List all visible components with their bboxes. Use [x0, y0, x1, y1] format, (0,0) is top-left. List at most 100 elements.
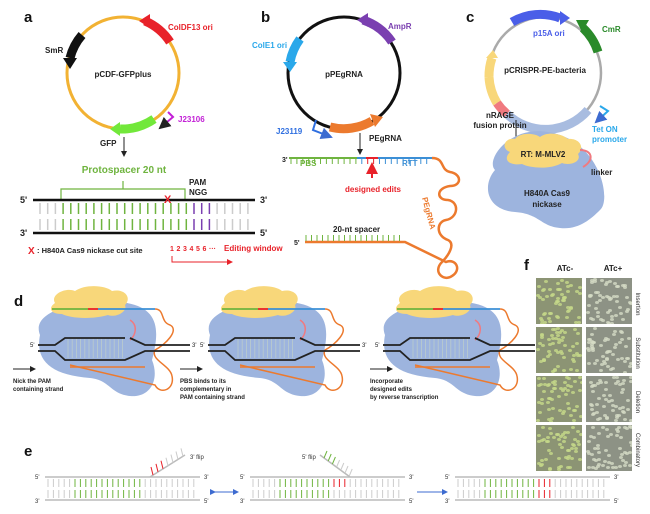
- dna-top: [38, 337, 190, 346]
- cell: [575, 289, 580, 293]
- pbs-label: PBS: [300, 159, 317, 168]
- cell: [537, 440, 542, 444]
- strand-top-3: 3': [260, 195, 267, 205]
- cell: [570, 358, 575, 362]
- cell: [551, 370, 556, 373]
- end-3: 3': [409, 475, 413, 481]
- prime-editing-step-2: 5'3': [200, 286, 366, 397]
- cell: [621, 381, 626, 385]
- cell: [566, 376, 571, 380]
- cell: [541, 376, 546, 380]
- cell: [604, 336, 609, 340]
- flap-base: [348, 468, 353, 477]
- pegrna-curve-label: PEgRNA: [420, 196, 437, 230]
- cell: [623, 370, 628, 373]
- micrograph-substitution-atc-minus: [536, 327, 582, 373]
- row-label-substitution: Substitution: [634, 337, 640, 368]
- scaffold-curve: [69, 308, 175, 391]
- cell: [603, 339, 608, 343]
- cell: [592, 436, 597, 440]
- cell: [561, 298, 566, 302]
- smr-arrow: [65, 32, 86, 60]
- cell: [591, 317, 596, 321]
- cell: [564, 281, 569, 285]
- cell: [556, 333, 561, 337]
- end-5: 5': [30, 343, 34, 349]
- end-3b: 3': [35, 499, 39, 505]
- end-5b: 5': [204, 499, 208, 505]
- cell: [609, 317, 614, 321]
- end-3: 3': [614, 475, 618, 481]
- cell: [548, 419, 553, 422]
- end-5b: 5': [614, 499, 618, 505]
- cell: [573, 328, 578, 332]
- cell: [573, 380, 577, 384]
- cell: [563, 393, 568, 397]
- cell: [563, 431, 568, 435]
- cell: [578, 353, 582, 357]
- cell: [578, 286, 582, 290]
- cell: [613, 329, 618, 333]
- cell: [566, 430, 571, 434]
- step-caption: Incorporate: [370, 379, 404, 385]
- cell: [577, 389, 582, 393]
- cell: [626, 337, 631, 341]
- cell: [539, 316, 544, 320]
- micrograph-substitution-atc-plus: [586, 327, 632, 373]
- cell: [568, 306, 573, 310]
- cell: [568, 283, 573, 287]
- cell: [597, 293, 602, 297]
- cell: [606, 399, 611, 403]
- cell: [536, 419, 541, 422]
- cell: [563, 386, 568, 390]
- cell: [593, 384, 598, 388]
- editing-window-arrow: [171, 256, 233, 265]
- step-caption: complementary in: [180, 387, 232, 393]
- editing-window-label: Editing window: [224, 244, 283, 253]
- cell: [619, 312, 624, 316]
- cell: [591, 411, 596, 415]
- cell: [566, 310, 571, 314]
- cell: [602, 459, 607, 463]
- linker-line: [579, 149, 592, 168]
- fusion-label-2: fusion protein: [473, 121, 526, 130]
- cell: [587, 348, 592, 352]
- rt-gene-arrow-2: [484, 56, 497, 78]
- gfp-label: GFP: [100, 139, 117, 148]
- dna-bottom: [383, 350, 535, 361]
- cell: [556, 351, 561, 355]
- rt-label: RT: M-MLV2: [521, 150, 566, 159]
- cell: [594, 301, 599, 305]
- cell: [560, 292, 565, 296]
- cell: [590, 346, 595, 350]
- cell: [563, 436, 568, 440]
- smr-head: [63, 58, 77, 69]
- cell: [617, 407, 622, 411]
- cell: [547, 311, 552, 315]
- end-5b: 5': [409, 499, 413, 505]
- rt-blob: [220, 286, 298, 318]
- window-number: 5: [196, 246, 200, 253]
- cell: [560, 351, 565, 355]
- cell: [542, 438, 547, 442]
- smr-label: SmR: [45, 46, 63, 55]
- window-number: 6: [203, 246, 207, 253]
- cell: [556, 327, 561, 331]
- cell: [619, 391, 624, 395]
- cell: [628, 379, 632, 383]
- cell: [615, 285, 620, 289]
- cell: [561, 369, 566, 373]
- cell: [612, 333, 617, 337]
- cell: [568, 348, 573, 352]
- cell: [589, 434, 594, 438]
- cell: [540, 438, 545, 442]
- linker-segment: [493, 100, 511, 118]
- cell: [627, 463, 632, 467]
- end-5: 5': [200, 343, 204, 349]
- flap-scene-2: 5'3'3'5': [240, 450, 413, 505]
- cell: [573, 447, 578, 451]
- cell: [570, 426, 575, 430]
- rt-blob: [395, 286, 473, 318]
